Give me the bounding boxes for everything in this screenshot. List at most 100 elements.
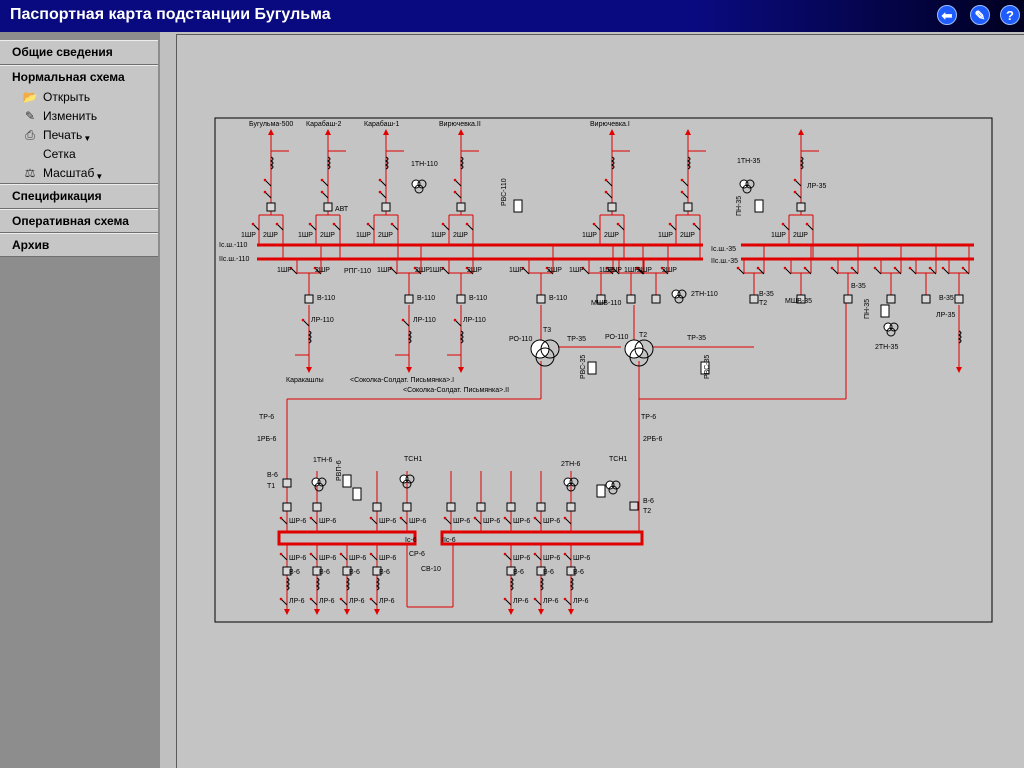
breaker <box>921 294 931 304</box>
wire <box>302 319 310 327</box>
breaker-label: В-6 <box>267 472 278 479</box>
sidebar-section-specification[interactable]: Спецификация <box>0 184 158 209</box>
breaker-label: МШВ-35 <box>785 298 812 305</box>
menu-item-label: Масштаб <box>43 166 95 180</box>
dropdown-arrow-icon: ▼ <box>95 172 104 181</box>
breaker <box>536 566 546 576</box>
menu-item-open[interactable]: 📂 Открыть <box>0 88 158 107</box>
reactor <box>269 156 274 170</box>
breaker-label: Т1 <box>267 483 275 490</box>
disconnector <box>503 516 507 520</box>
equipment-label: ТСН1 <box>609 456 627 463</box>
arrow-left-icon: ⬅ <box>941 8 953 23</box>
wire <box>280 517 288 525</box>
menu-item-edit[interactable]: ✎ Изменить <box>0 107 158 126</box>
breaker <box>446 502 456 512</box>
voltage-transformer <box>886 327 896 337</box>
bus-label-110-2: IIс.ш.-110 <box>219 256 249 263</box>
reactor <box>459 330 464 344</box>
switch-label: ШР-6 <box>289 518 306 525</box>
scheme-label: РВС-110 <box>501 178 508 206</box>
wire <box>681 191 689 199</box>
disconnector <box>413 266 417 270</box>
breaker <box>626 294 636 304</box>
reactor <box>285 577 290 591</box>
switch-label: СВ-10 <box>421 566 441 573</box>
equipment-label: РО-110 <box>509 336 533 343</box>
switch-label: ТР-6 <box>259 414 274 421</box>
scheme-label: ПН-35 <box>864 299 871 319</box>
wire <box>276 223 284 231</box>
voltage-transformer <box>405 474 415 484</box>
voltage-transformer <box>317 477 327 487</box>
breaker <box>536 294 546 304</box>
equipment-label: 1ТН-110 <box>411 161 438 168</box>
bus-label-110-1: Iс.ш.-110 <box>219 242 248 249</box>
power-transformer <box>629 347 649 367</box>
disconnector <box>443 516 447 520</box>
sidebar-section-general[interactable]: Общие сведения <box>0 40 158 65</box>
line-label-110: Карабаш-1 <box>364 120 399 128</box>
disconnector <box>660 266 664 270</box>
breaker <box>282 502 292 512</box>
reactor <box>326 156 331 170</box>
disconnector <box>401 318 405 322</box>
disconnector <box>289 266 293 270</box>
wire <box>504 598 512 606</box>
reactor <box>307 330 312 344</box>
wire <box>534 517 542 525</box>
help-button[interactable]: ? <box>1000 5 1020 25</box>
breaker <box>886 294 896 304</box>
wire <box>367 223 375 231</box>
wire <box>391 223 399 231</box>
substation-single-line-diagram[interactable]: Iс.ш.-110IIс.ш.-110Iс.ш.-35IIс.ш.-35Бугу… <box>177 35 1023 767</box>
wire <box>454 319 462 327</box>
sidebar-section-label[interactable]: Нормальная схема <box>12 70 125 84</box>
disconnector <box>783 266 787 270</box>
switch-label: ШР-6 <box>319 555 336 562</box>
transformer-label: Т2 <box>639 332 647 339</box>
disconnector <box>604 178 608 182</box>
breaker <box>282 566 292 576</box>
switch-label: 1ШР <box>298 232 313 239</box>
switch-label: ЛР-110 <box>311 317 334 324</box>
menu-item-label: Изменить <box>43 109 98 123</box>
wire <box>400 517 408 525</box>
back-button[interactable]: ⬅ <box>937 5 957 25</box>
wire <box>605 191 613 199</box>
switch-label: ЛР-6 <box>319 598 335 605</box>
sidebar-section-archive[interactable]: Архив <box>0 233 158 257</box>
disconnector <box>830 266 834 270</box>
breaker <box>372 566 382 576</box>
switch-label: ТР-35 <box>567 336 586 343</box>
switch-label: ШР-6 <box>513 518 530 525</box>
breaker <box>651 294 661 304</box>
breaker <box>607 202 617 212</box>
edit-button[interactable]: ✎ <box>970 5 990 25</box>
sidebar-section-operative-scheme[interactable]: Оперативная схема <box>0 209 158 233</box>
line-arrow <box>609 129 615 135</box>
disconnector <box>908 266 912 270</box>
breaker <box>312 502 322 512</box>
wire <box>390 267 398 275</box>
menu-item-print[interactable]: ⎙ Печать▼ <box>0 126 158 145</box>
wire <box>962 267 970 275</box>
wire <box>851 267 859 275</box>
switch-label: 1ШР <box>356 232 371 239</box>
disconnector <box>611 266 615 270</box>
switch-label: ШР-6 <box>319 518 336 525</box>
wire <box>784 267 792 275</box>
switch-label: 1ШР <box>277 267 292 274</box>
disconnector <box>756 266 760 270</box>
breaker-label: В-35 <box>939 295 954 302</box>
sidebar: Общие сведения Нормальная схема 📂 Открыт… <box>0 32 160 768</box>
disconnector <box>545 266 549 270</box>
breaker <box>796 294 806 304</box>
disconnector <box>279 552 283 556</box>
breaker-label: В-6 <box>513 569 524 576</box>
breaker <box>506 502 516 512</box>
wire <box>605 179 613 187</box>
menu-item-scale[interactable]: ⚖ Масштаб▼ <box>0 164 158 183</box>
menu-item-grid[interactable]: Сетка <box>0 145 158 164</box>
